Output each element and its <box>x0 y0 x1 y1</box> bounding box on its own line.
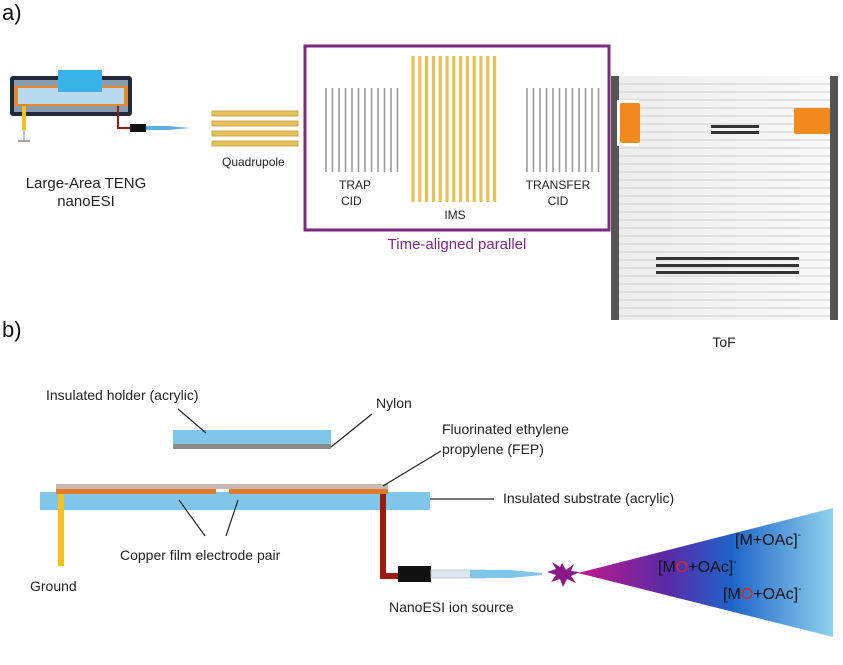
fep-label-line2: propylene (FEP) <box>442 441 544 457</box>
copper-label: Copper film electrode pair <box>120 547 281 563</box>
copper-leader-left <box>178 499 206 537</box>
ion-label: [MO+OAc]- <box>658 557 736 576</box>
tof-analyzer <box>611 76 838 320</box>
nanoesi-emitter <box>398 566 542 582</box>
transfer-cid-plates <box>526 88 600 172</box>
quadrupole-rods <box>211 110 299 147</box>
ims-label: IMS <box>444 208 465 222</box>
ion-label: [MO+OAc]- <box>723 584 801 603</box>
fep-leader <box>382 450 442 487</box>
trap-label-line2: CID <box>341 194 362 208</box>
nylon-label: Nylon <box>376 395 412 411</box>
copper-electrode-right <box>229 489 388 494</box>
tof-label: ToF <box>712 334 735 350</box>
ground-label: Ground <box>30 578 77 594</box>
spray-burst-icon <box>547 562 580 587</box>
ion-source-label: NanoESI ion source <box>389 599 514 615</box>
ion-label: [M+OAc]- <box>735 530 801 549</box>
teng-label-line1: Large-Area TENG <box>26 175 147 192</box>
holder-leader <box>177 408 207 434</box>
copper-leader-right <box>225 499 239 537</box>
teng-device <box>10 70 190 142</box>
ion-plume <box>578 508 833 637</box>
transfer-label-line2: CID <box>548 194 569 208</box>
ion-labels: [M+OAc]- [MO+OAc]- [MO+OAc]- <box>658 530 801 603</box>
ground-wire <box>58 494 64 566</box>
copper-electrode-left <box>56 489 216 494</box>
holder-label: Insulated holder (acrylic) <box>46 387 199 403</box>
insulated-substrate <box>40 492 430 510</box>
time-aligned-box <box>303 44 611 232</box>
ims-plates <box>411 56 497 202</box>
substrate-label: Insulated substrate (acrylic) <box>503 490 674 506</box>
fep-label-line1: Fluorinated ethylene <box>442 421 569 437</box>
fep-layer <box>56 484 388 489</box>
insulated-holder <box>173 430 331 445</box>
quadrupole-label: Quadrupole <box>222 155 285 169</box>
trap-label-line1: TRAP <box>339 178 371 192</box>
panel-a-label: a) <box>2 0 22 25</box>
trap-cid-plates <box>325 88 399 172</box>
teng-label-line2: nanoESI <box>57 193 115 210</box>
time-aligned-label: Time-aligned parallel <box>388 236 527 253</box>
transfer-label-line1: TRANSFER <box>526 178 591 192</box>
nylon-layer <box>173 444 331 449</box>
panel-b-label: b) <box>2 317 22 342</box>
nylon-leader <box>330 413 373 448</box>
high-voltage-wire <box>380 494 398 579</box>
